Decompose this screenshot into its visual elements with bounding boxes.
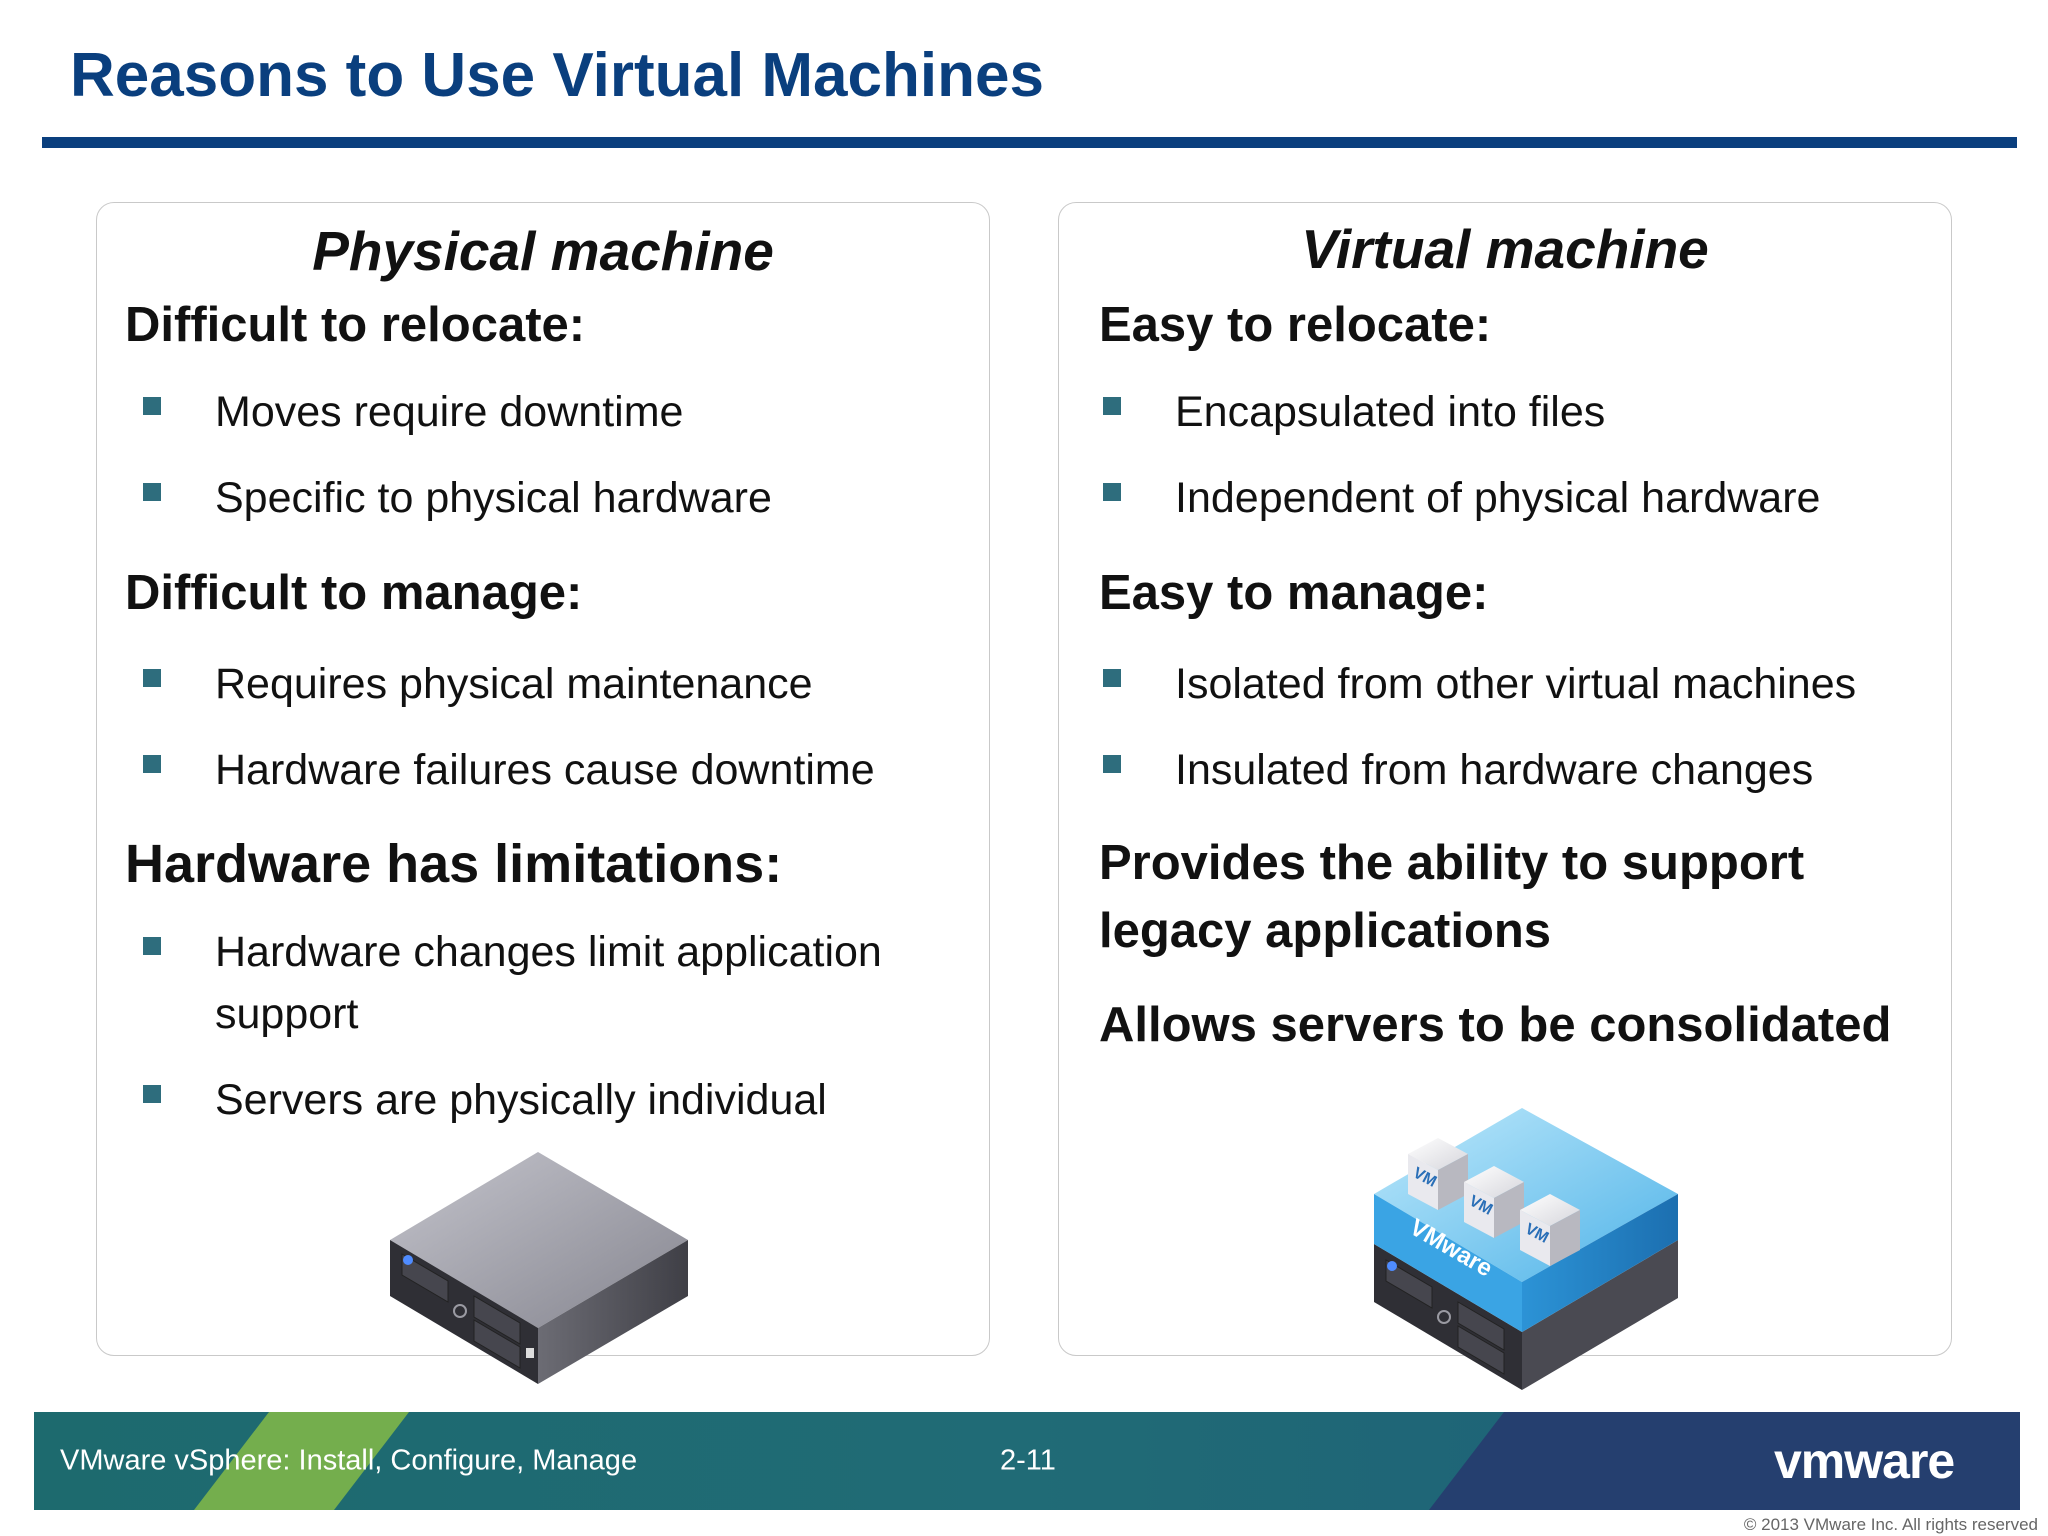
- bullet-item: Isolated from other virtual machines: [1175, 660, 1857, 708]
- bullet-item: Specific to physical hardware: [215, 474, 772, 522]
- bullet-marker: [1103, 397, 1121, 415]
- bullet-item: Hardware changes limit application suppo…: [215, 928, 882, 1038]
- bullet-marker: [143, 669, 161, 687]
- section-heading: Easy to manage:: [1099, 566, 1489, 620]
- statement-legacy-apps: Provides the ability to support legacy a…: [1099, 836, 1805, 958]
- section-heading: Difficult to manage:: [125, 566, 583, 620]
- bullet-item: Requires physical maintenance: [215, 660, 813, 708]
- bullet-item: Independent of physical hardware: [1175, 474, 1821, 522]
- copyright-notice: © 2013 VMware Inc. All rights reserved: [1743, 1515, 2038, 1534]
- course-title: VMware vSphere: Install, Configure, Mana…: [60, 1444, 638, 1477]
- footer-bar: VMware vSphere: Install, Configure, Mana…: [34, 1412, 2020, 1510]
- bullet-item: Insulated from hardware changes: [1175, 746, 1814, 794]
- bullet-marker: [143, 397, 161, 415]
- title-rule: [42, 137, 2017, 148]
- bullet-item: Encapsulated into files: [1175, 388, 1606, 436]
- footer-background: [34, 1412, 2020, 1510]
- bullet-item: Hardware failures cause downtime: [215, 746, 875, 794]
- physical-server-icon: [390, 1152, 688, 1384]
- vm-cube: VM: [1408, 1138, 1468, 1210]
- section-heading: Easy to relocate:: [1099, 298, 1492, 352]
- vm-cube: VM: [1520, 1194, 1580, 1266]
- bullet-item: Moves require downtime: [215, 388, 684, 436]
- panel-title: Physical machine: [312, 220, 774, 282]
- statement-consolidation: Allows servers to be consolidated: [1099, 998, 1892, 1052]
- section-heading: Hardware has limitations:: [125, 834, 783, 894]
- vm-cube: VM: [1464, 1166, 1524, 1238]
- bullet-marker: [143, 1085, 161, 1103]
- bullet-item: Servers are physically individual: [215, 1076, 827, 1124]
- virtual-machine-server-icon: VMware VM VM VM: [1374, 1108, 1678, 1390]
- bullet-marker: [143, 483, 161, 501]
- page-number: 2-11: [1000, 1444, 1056, 1477]
- bullet-marker: [143, 755, 161, 773]
- bullet-marker: [1103, 483, 1121, 501]
- vmware-logo: vmware: [1774, 1433, 1955, 1489]
- panel-title: Virtual machine: [1301, 218, 1709, 280]
- slide-title: Reasons to Use Virtual Machines: [70, 41, 1044, 110]
- bullet-marker: [1103, 669, 1121, 687]
- bullet-marker: [1103, 755, 1121, 773]
- bullet-marker: [143, 937, 161, 955]
- section-heading: Difficult to relocate:: [125, 298, 586, 352]
